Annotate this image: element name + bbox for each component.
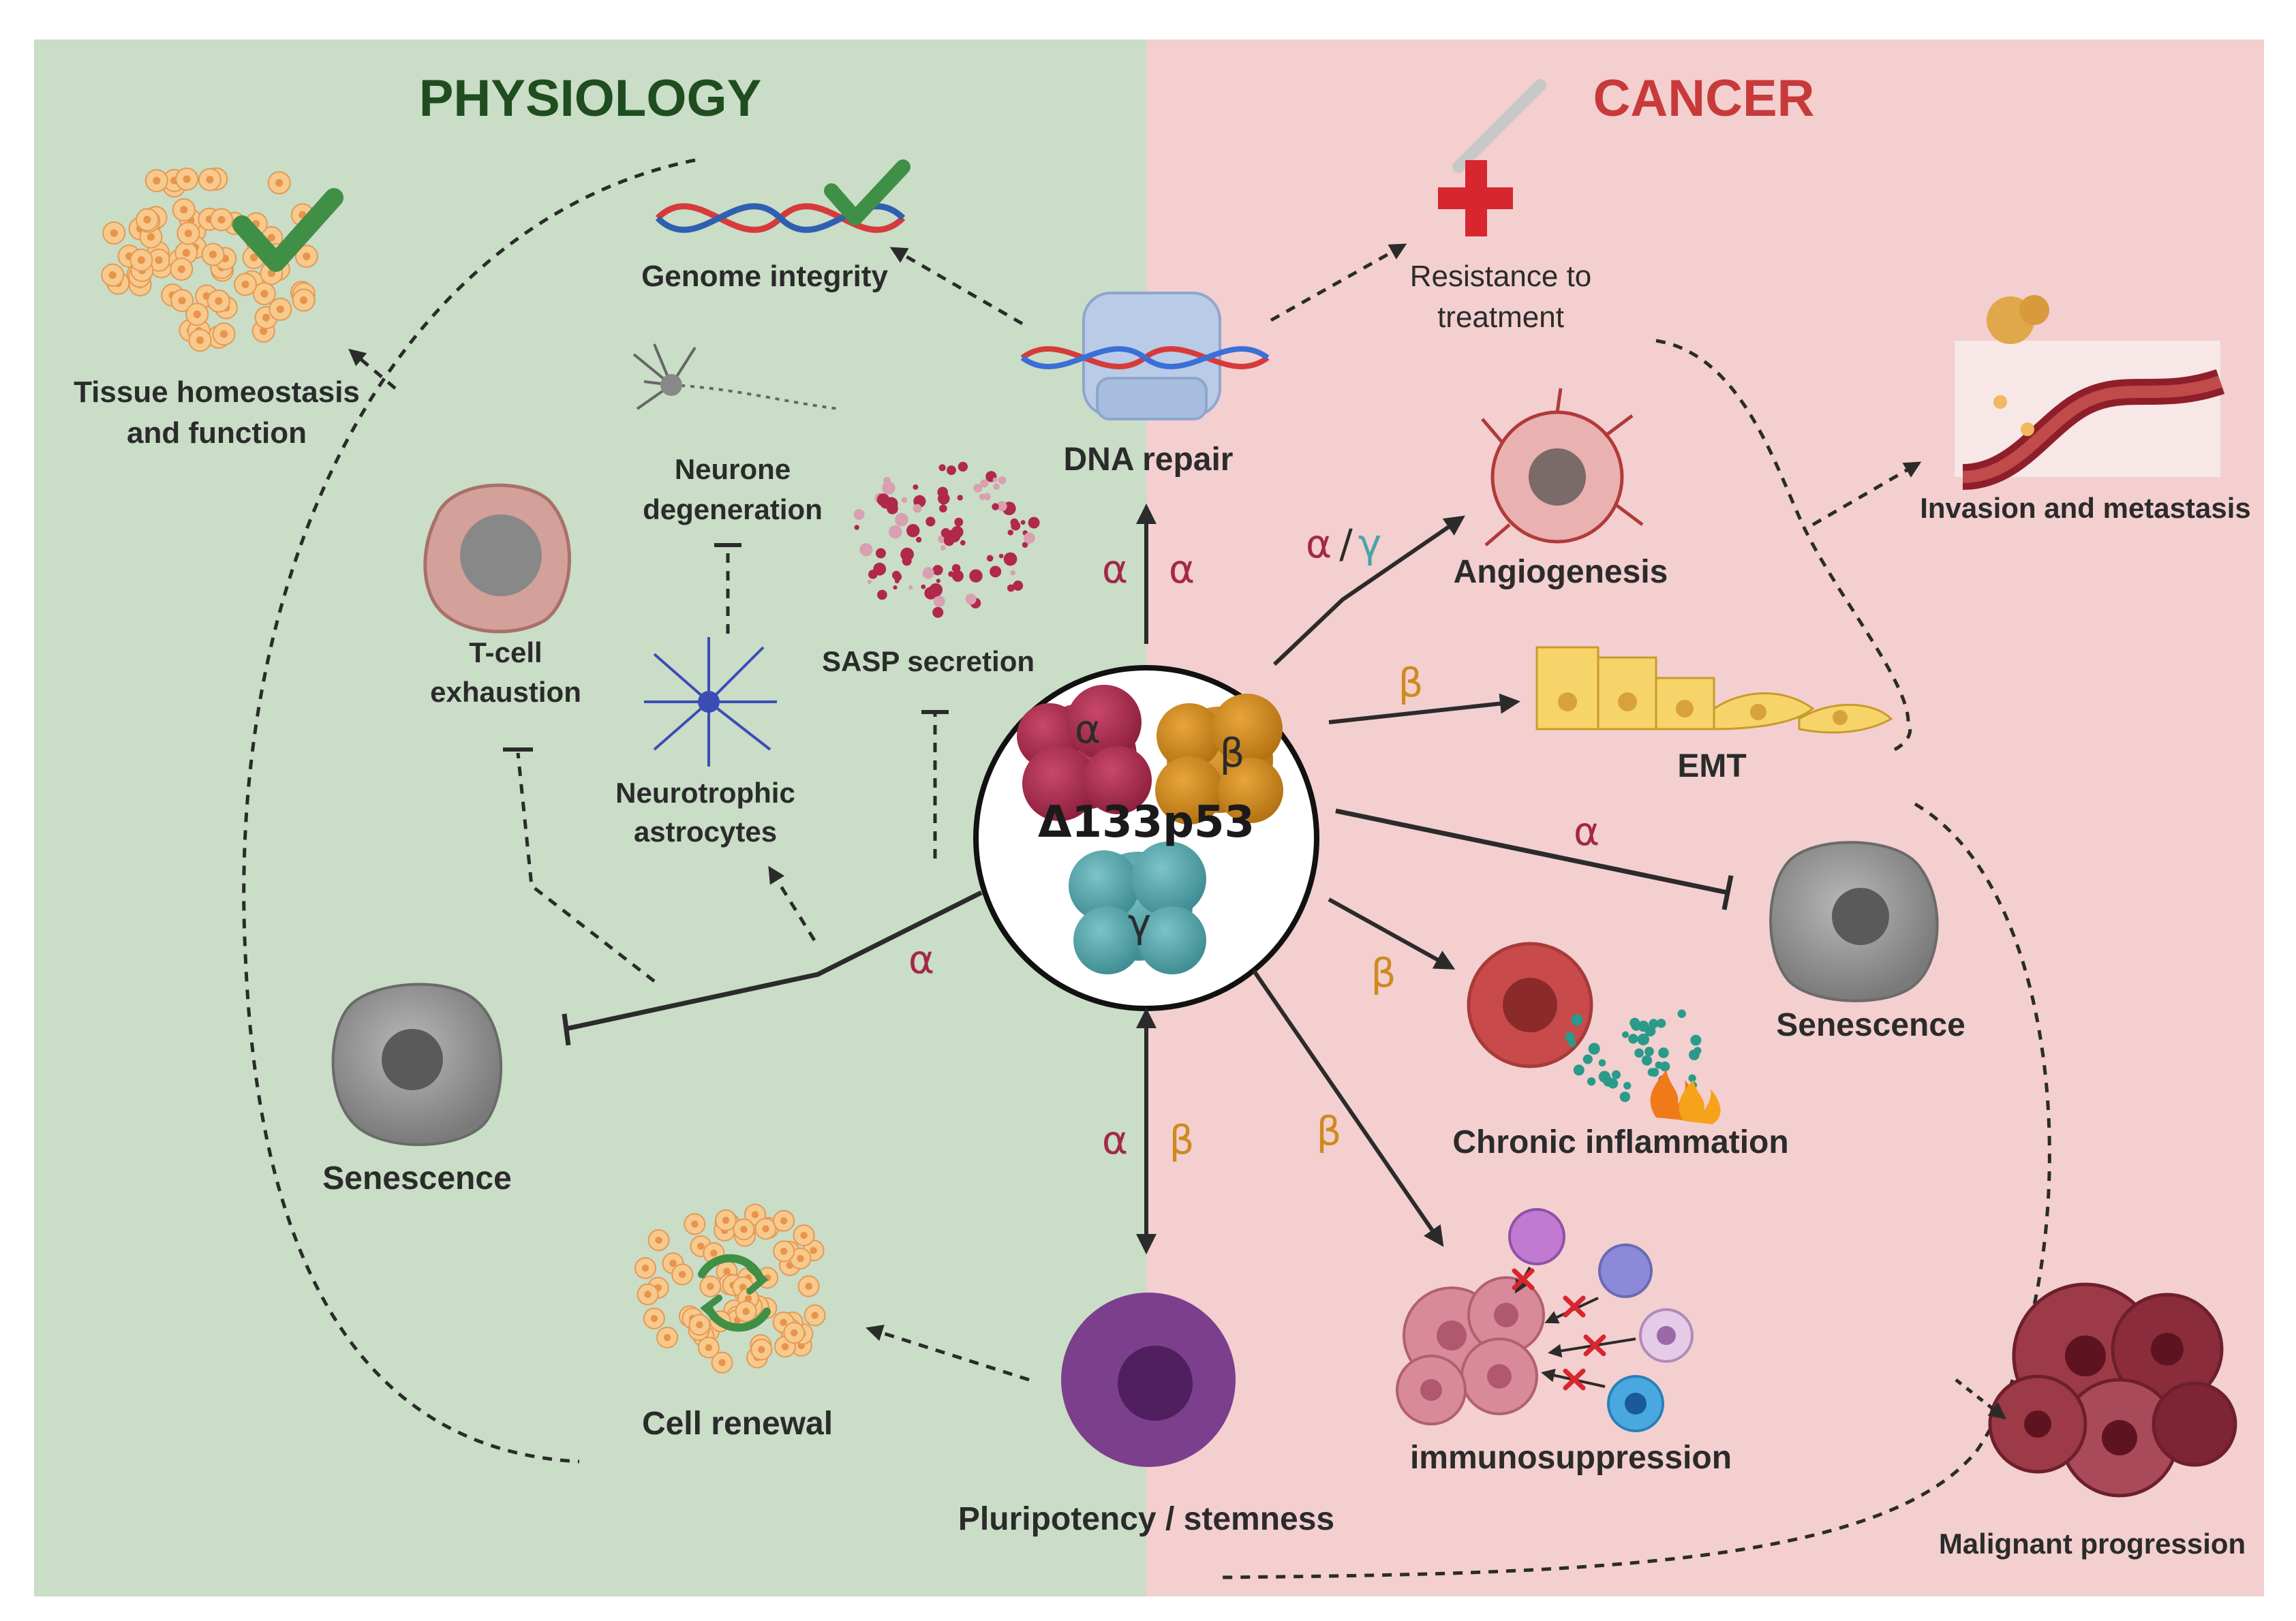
stem-cell-icon — [1061, 1293, 1236, 1467]
edge-emt-beta: β — [1398, 660, 1423, 706]
neurone-label-line2: degeneration — [643, 493, 823, 525]
physiology-loop-dashed — [242, 158, 696, 1464]
edge-dna-alpha-left: α — [1102, 546, 1128, 592]
astrocyte-icon — [644, 637, 777, 767]
edge-immuno-beta: β — [1316, 1108, 1341, 1154]
tissue-check-icon — [232, 188, 343, 272]
edge-dna-alpha-right: α — [1169, 546, 1195, 592]
malignant-cluster-icon — [1988, 1282, 2237, 1498]
chronic-inflammation-label: Chronic inflammation — [1452, 1124, 1788, 1160]
center-label: Δ133p53 — [1038, 797, 1255, 848]
inflammation-cell-icon — [1467, 942, 1593, 1068]
cell-renewal-label: Cell renewal — [642, 1406, 833, 1442]
dna-repair-icon — [1020, 292, 1270, 420]
emt-label: EMT — [1677, 748, 1746, 784]
senescence-to-astro-arrow — [768, 865, 816, 942]
gamma-letter: γ — [1128, 900, 1151, 946]
immunosuppression-label: immunosuppression — [1410, 1440, 1732, 1476]
syringe-cross-icon — [1438, 79, 1546, 236]
cancer-senescence-cell-icon — [1769, 841, 1939, 1002]
sasp-dots-icon — [853, 461, 1040, 618]
fire-icon — [1650, 1070, 1721, 1124]
emt-cells-icon — [1535, 646, 1893, 734]
gamma-isoform-blob — [1069, 842, 1206, 974]
tcell-label-line2: exhaustion — [430, 676, 581, 708]
genome-integrity-label: Genome integrity — [641, 260, 888, 293]
phys-senescence-label: Senescence — [322, 1160, 512, 1197]
phys-senescence-cell-icon — [331, 983, 503, 1146]
cancer-senescence-label: Senescence — [1776, 1007, 1965, 1043]
center-to-immuno-arrow — [1252, 970, 1444, 1247]
edge-cancer-sen-alpha: α — [1574, 808, 1599, 854]
center-inhibits-cancer-senescence-bar — [1721, 875, 1734, 910]
blood-vessel-icon — [1955, 295, 2225, 490]
center-to-inflammation-arrow — [1328, 897, 1456, 970]
pluripotency-label: Pluripotency / stemness — [958, 1501, 1334, 1537]
edge-phys-senescence-alpha: α — [908, 936, 934, 983]
to-malignant-arrow — [1955, 1378, 2006, 1420]
edge-angio-alpha: α — [1306, 521, 1332, 567]
center-inhibits-cancer-senescence — [1335, 808, 1728, 895]
angiogenesis-icon — [1481, 388, 1644, 546]
beta-isoform-blob — [1155, 694, 1283, 824]
astro-label-line1: Neurotrophic — [615, 777, 795, 809]
center-inhibits-phys-senescence — [565, 890, 983, 1032]
edge-angio-gamma: γ — [1358, 521, 1381, 567]
center-to-angiogenesis-arrow — [1272, 515, 1465, 666]
red-x-icons — [1512, 1268, 1606, 1391]
malignant-label: Malignant progression — [1939, 1528, 2246, 1560]
astro-label-line2: astrocytes — [634, 816, 777, 848]
genome-check-icon — [824, 159, 910, 226]
renewal-cells-icon — [634, 1203, 826, 1374]
tumour-cluster-icon — [1396, 1276, 1545, 1425]
cancer-title: CANCER — [1593, 70, 1814, 127]
resistance-label-line1: Resistance to — [1410, 260, 1592, 293]
tcell-label-line1: T-cell — [469, 636, 542, 668]
tcell-icon — [423, 483, 571, 634]
physiology-title: PHYSIOLOGY — [419, 70, 762, 127]
edge-stem-beta: β — [1169, 1117, 1194, 1163]
alpha-letter: α — [1075, 706, 1101, 752]
neurone-icon — [632, 343, 839, 410]
dna-repair-to-resistance-arrow — [1270, 243, 1407, 322]
tissue-cells-icon — [101, 167, 324, 352]
inflammation-dots-icon — [1565, 1009, 1702, 1102]
dna-repair-label: DNA repair — [1064, 442, 1234, 478]
edge-stem-alpha: α — [1102, 1117, 1128, 1163]
edge-angio-slash: / — [1339, 521, 1353, 567]
angiogenesis-label: Angiogenesis — [1454, 554, 1668, 590]
sasp-label: SASP secretion — [822, 645, 1035, 677]
immune-cells-icon — [1508, 1208, 1694, 1432]
invasion-label: Invasion and metastasis — [1920, 492, 2251, 524]
center-to-emt-arrow — [1328, 693, 1520, 724]
neurone-label-line1: Neurone — [675, 453, 791, 485]
renew-cycle-icon — [698, 1254, 771, 1332]
edge-inflammation-beta: β — [1371, 950, 1396, 996]
beta-letter: β — [1219, 730, 1244, 776]
emt-to-invasion-bracket — [1655, 339, 1912, 752]
alpha-isoform-blob — [1017, 685, 1152, 821]
delta133p53-isoforms: α β γ Δ133p53 — [973, 665, 1319, 1011]
to-invasion-arrow — [1811, 461, 1922, 527]
tissue-label-line2: and function — [127, 416, 307, 450]
resistance-label-line2: treatment — [1437, 300, 1564, 334]
dna-repair-to-genome-arrow — [889, 247, 1024, 326]
tissue-label-line1: Tissue homeostasis — [74, 375, 360, 409]
center-inhibits-phys-senescence-bar — [562, 1013, 571, 1046]
